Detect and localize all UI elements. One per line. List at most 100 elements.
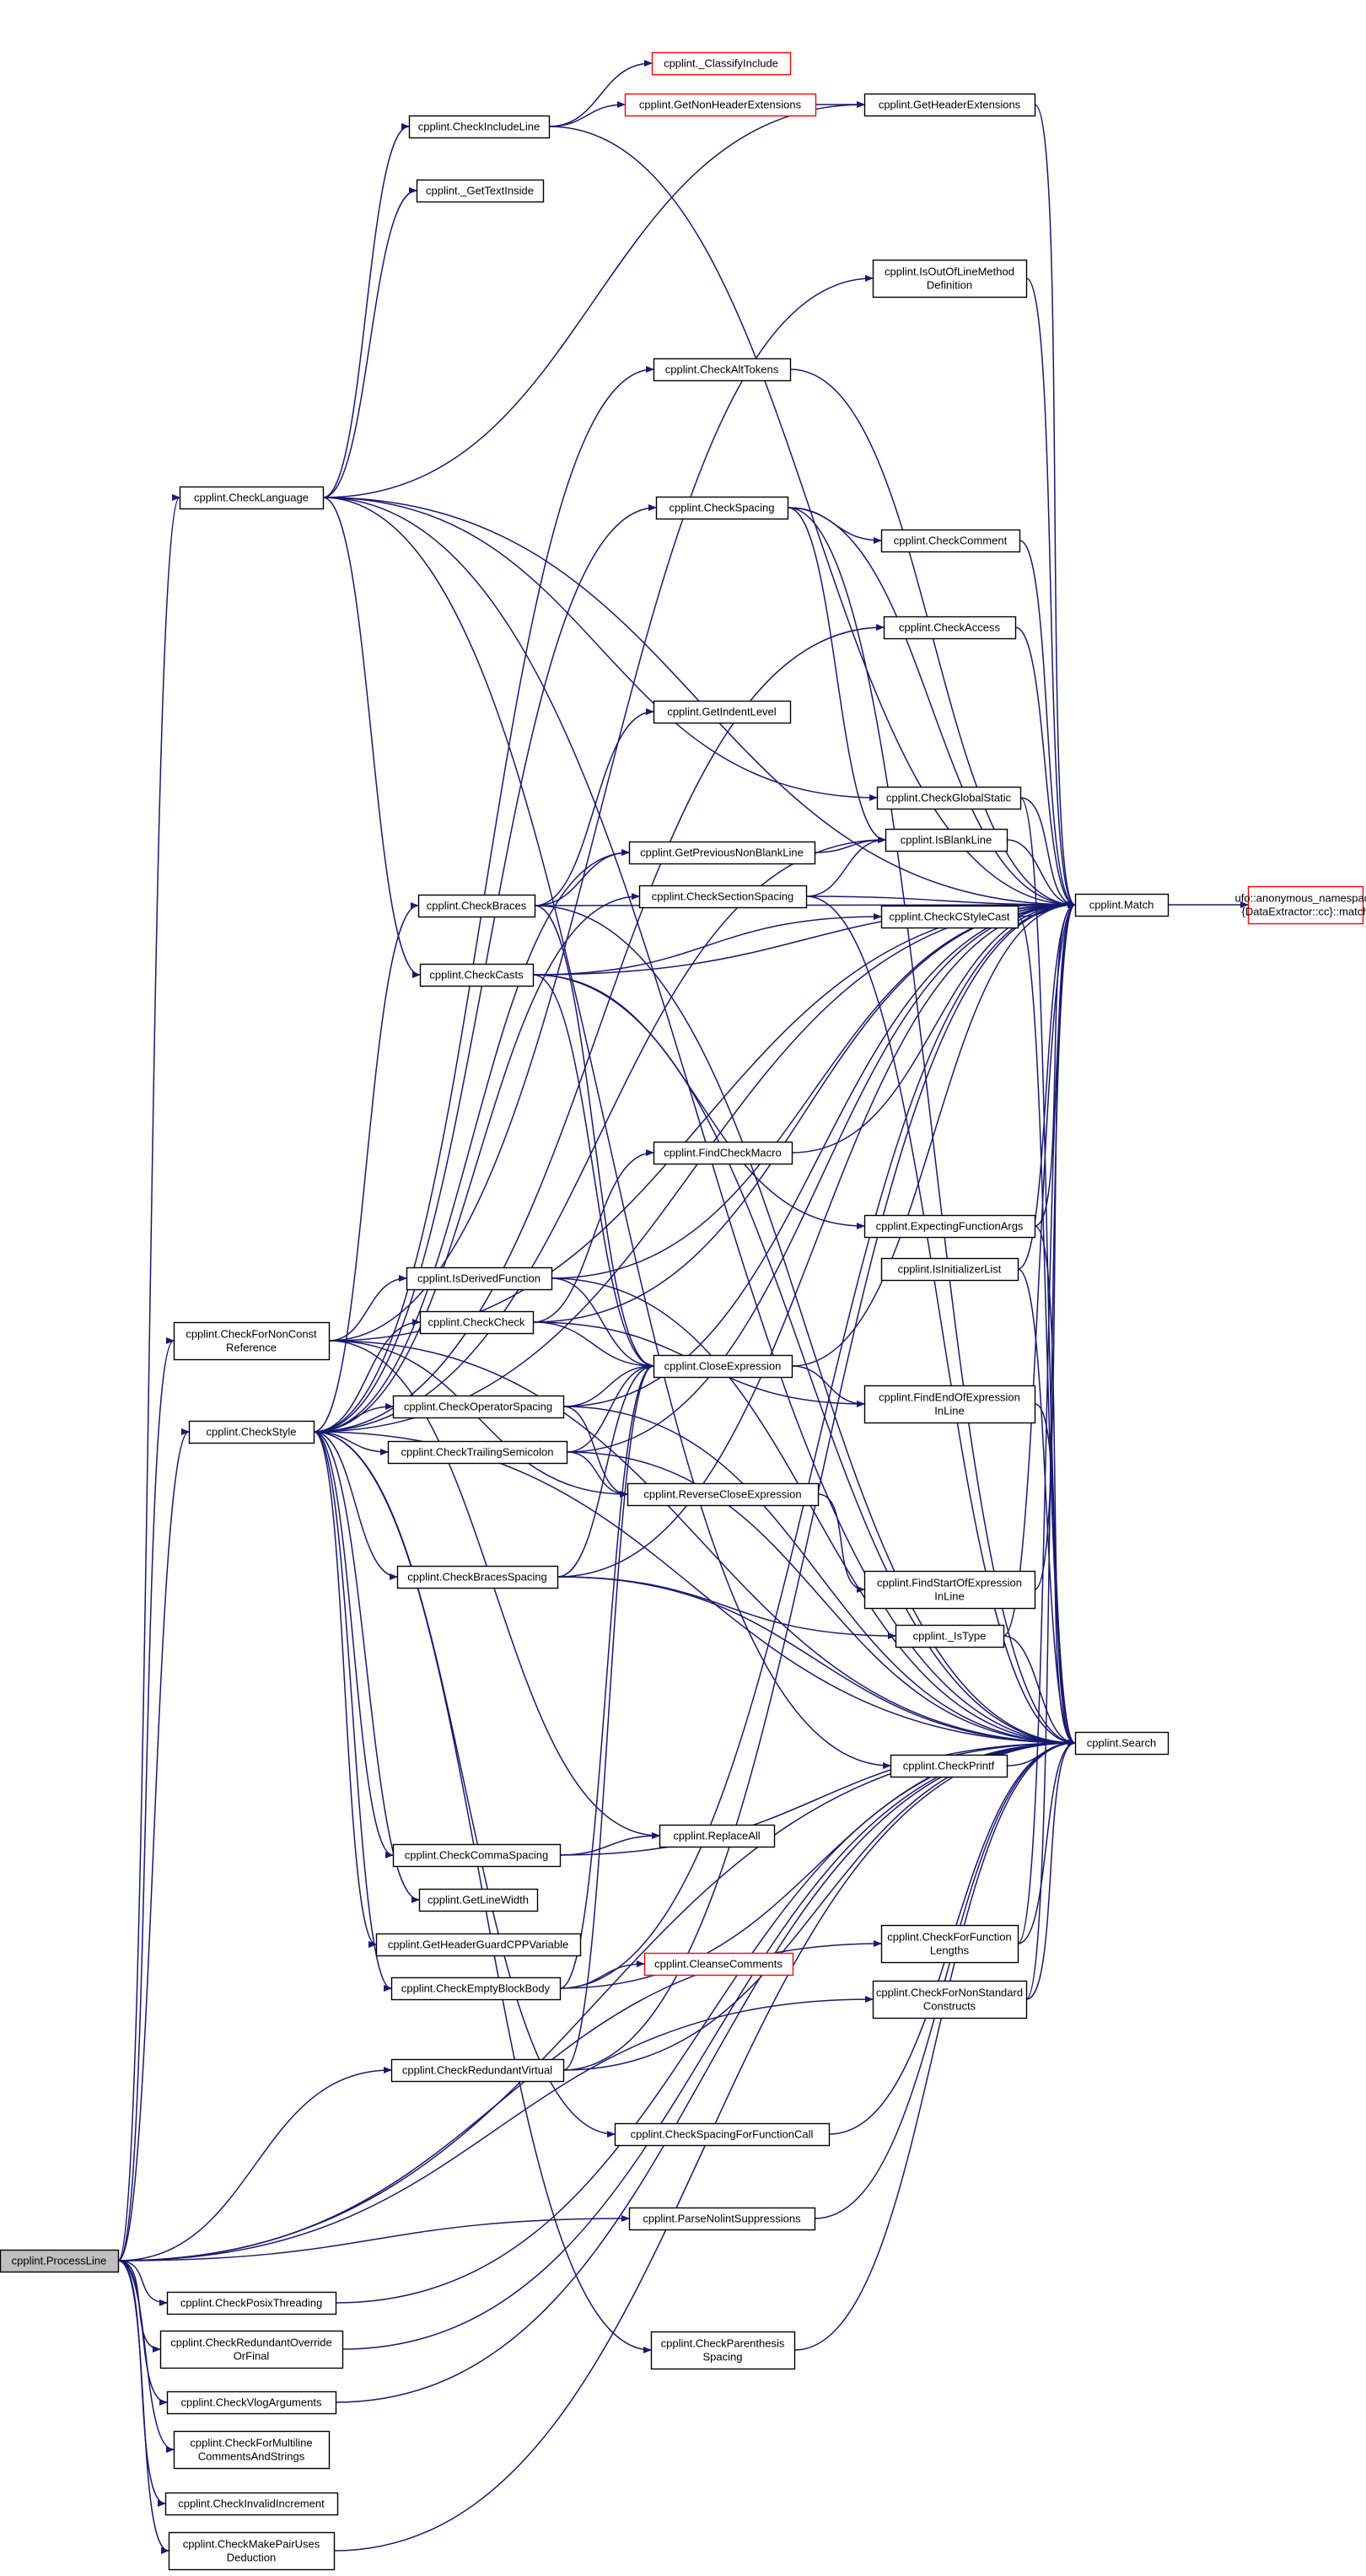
node-get-header-extensions[interactable]: cpplint.GetHeaderExtensions <box>863 93 1036 117</box>
edge-check-trailing-semicolon-to-search <box>566 1451 1076 1746</box>
node-get-header-guard[interactable]: cpplint.GetHeaderGuardCPPVariable <box>375 1933 582 1957</box>
node-cleanse-comments[interactable]: cpplint.CleanseComments <box>643 1952 794 1976</box>
node-label: cpplint.CheckSpacingForFunctionCall <box>631 2128 814 2141</box>
node-label: cpplint.CheckRedundantOverride <box>170 2337 332 2349</box>
node-check-spacing-func-call[interactable]: cpplint.CheckSpacingForFunctionCall <box>614 2122 831 2147</box>
node-label: cpplint.CheckForNonConst <box>186 1328 317 1341</box>
node-check-style[interactable]: cpplint.CheckStyle <box>188 1420 315 1444</box>
node-close-expression[interactable]: cpplint.CloseExpression <box>653 1354 793 1379</box>
node-box <box>863 1385 1036 1424</box>
node-check-casts[interactable]: cpplint.CheckCasts <box>419 963 535 987</box>
node-check-braces[interactable]: cpplint.CheckBraces <box>417 894 536 918</box>
node-process-line[interactable]: cpplint.ProcessLine <box>0 2249 120 2273</box>
node-check-multiline-comments[interactable]: cpplint.CheckForMultilineCommentsAndStri… <box>173 2430 331 2470</box>
node-is-derived-function[interactable]: cpplint.IsDerivedFunction <box>406 1266 553 1291</box>
node-replace-all[interactable]: cpplint.ReplaceAll <box>659 1824 776 1848</box>
edge-close-expression-to-find-end-of-expression <box>791 1365 865 1407</box>
edge-check-non-standard-to-search <box>1025 1740 1076 2000</box>
node-search[interactable]: cpplint.Search <box>1074 1731 1170 1756</box>
node-box <box>164 2492 339 2516</box>
node-box <box>392 1843 562 1868</box>
node-box <box>417 894 536 918</box>
edge-find-check-macro-to-match <box>791 901 1076 1154</box>
node-reverse-close-expression[interactable]: cpplint.ReverseCloseExpression <box>627 1482 820 1507</box>
node-is-initializer-list[interactable]: cpplint.IsInitializerList <box>880 1257 1019 1282</box>
node-check-empty-block-body[interactable]: cpplint.CheckEmptyBlockBody <box>390 1976 562 2001</box>
node-label: cpplint.CheckLanguage <box>194 492 309 504</box>
node-check-language[interactable]: cpplint.CheckLanguage <box>179 486 325 510</box>
node-find-check-macro[interactable]: cpplint.FindCheckMacro <box>653 1141 793 1165</box>
node-box <box>416 179 545 203</box>
node-check-operator-spacing[interactable]: cpplint.CheckOperatorSpacing <box>392 1395 565 1419</box>
node-check-printf[interactable]: cpplint.CheckPrintf <box>890 1754 1008 1778</box>
node-is-blank-line[interactable]: cpplint.IsBlankLine <box>885 828 1008 852</box>
node-get-non-header-extensions[interactable]: cpplint.GetNonHeaderExtensions <box>624 93 817 117</box>
edge-check-non-const-ref-to-search <box>328 1340 1076 1746</box>
node-check-access[interactable]: cpplint.CheckAccess <box>883 616 1017 640</box>
node-check-global-static[interactable]: cpplint.CheckGlobalStatic <box>876 786 1022 810</box>
node-check-redundant-virtual[interactable]: cpplint.CheckRedundantVirtual <box>390 2058 565 2083</box>
node-label: cpplint._IsType <box>913 1630 987 1643</box>
node-check-alt-tokens[interactable]: cpplint.CheckAltTokens <box>653 358 792 382</box>
node-get-indent-level[interactable]: cpplint.GetIndentLevel <box>653 700 792 724</box>
node-check-comma-spacing[interactable]: cpplint.CheckCommaSpacing <box>392 1843 562 1868</box>
node-label: cpplint.GetPreviousNonBlankLine <box>640 847 804 859</box>
node-check-include-line[interactable]: cpplint.CheckIncludeLine <box>408 115 551 139</box>
node-label: cpplint.ReverseCloseExpression <box>643 1488 801 1501</box>
node-is-type[interactable]: cpplint._IsType <box>895 1624 1005 1648</box>
node-box <box>880 1924 1019 1964</box>
node-parse-nolint[interactable]: cpplint.ParseNolintSuppressions <box>628 2207 816 2231</box>
edge-check-language-to-check-global-static <box>322 497 878 801</box>
node-label: cpplint.FindCheckMacro <box>664 1147 781 1159</box>
node-label: cpplint.CheckBracesSpacing <box>407 1571 546 1584</box>
edge-check-style-to-check-spacing-func-call <box>313 1431 616 2138</box>
node-box <box>1247 885 1364 925</box>
node-check-vlog-arguments[interactable]: cpplint.CheckVlogArguments <box>166 2390 337 2415</box>
node-get-text-inside[interactable]: cpplint._GetTextInside <box>416 179 545 203</box>
node-classify-include[interactable]: cpplint._ClassifyInclude <box>651 51 792 76</box>
node-get-line-width[interactable]: cpplint.GetLineWidth <box>418 1888 539 1912</box>
node-check-cstyle-cast[interactable]: cpplint.CheckCStyleCast <box>880 905 1019 929</box>
edge-expecting-function-args-to-search <box>1034 1225 1076 1746</box>
node-get-previous-non-blank[interactable]: cpplint.GetPreviousNonBlankLine <box>628 841 816 865</box>
node-label: cpplint.CheckForMultiline <box>190 2437 312 2450</box>
node-label: cpplint.CheckCasts <box>429 969 524 981</box>
node-label: cpplint.IsOutOfLineMethod <box>885 266 1014 278</box>
edge-is-derived-function-to-search <box>551 1277 1076 1746</box>
node-label: cpplint._ClassifyInclude <box>664 57 778 70</box>
node-check-spacing[interactable]: cpplint.CheckSpacing <box>655 496 789 520</box>
node-check-section-spacing[interactable]: cpplint.CheckSectionSpacing <box>638 885 808 909</box>
node-check-comment[interactable]: cpplint.CheckComment <box>880 529 1021 553</box>
node-label: Spacing <box>703 2351 743 2364</box>
edge-check-trailing-semicolon-to-close-expression <box>566 1363 654 1453</box>
node-label: Deduction <box>227 2552 277 2564</box>
node-expecting-function-args[interactable]: cpplint.ExpectingFunctionArgs <box>863 1214 1036 1239</box>
edge-check-redundant-override-to-search <box>342 1740 1076 2350</box>
node-check-invalid-increment[interactable]: cpplint.CheckInvalidIncrement <box>164 2492 339 2516</box>
node-box <box>883 616 1017 640</box>
edge-process-line-to-check-posix-threading <box>117 2260 168 2306</box>
node-check-braces-spacing[interactable]: cpplint.CheckBracesSpacing <box>396 1565 559 1589</box>
node-check-check[interactable]: cpplint.CheckCheck <box>419 1310 535 1335</box>
node-label: cpplint._GetTextInside <box>426 185 534 197</box>
edge-check-redundant-virtual-to-close-expression <box>562 1363 654 2071</box>
edge-check-comma-spacing-to-replace-all <box>559 1832 660 1856</box>
edge-check-vlog-arguments-to-search <box>335 1740 1076 2403</box>
node-check-trailing-semicolon[interactable]: cpplint.CheckTrailingSemicolon <box>387 1440 568 1465</box>
node-match[interactable]: cpplint.Match <box>1074 893 1170 917</box>
node-check-posix-threading[interactable]: cpplint.CheckPosixThreading <box>166 2291 337 2315</box>
edge-check-redundant-virtual-to-search <box>562 1740 1076 2071</box>
edge-process-line-to-check-style <box>117 1428 190 2261</box>
node-ufo-match[interactable]: ufo::anonymous_namespace{DataExtractor::… <box>1235 885 1366 925</box>
edge-check-casts-to-expecting-function-args <box>532 974 865 1229</box>
edge-check-comment-to-match <box>1019 540 1076 908</box>
